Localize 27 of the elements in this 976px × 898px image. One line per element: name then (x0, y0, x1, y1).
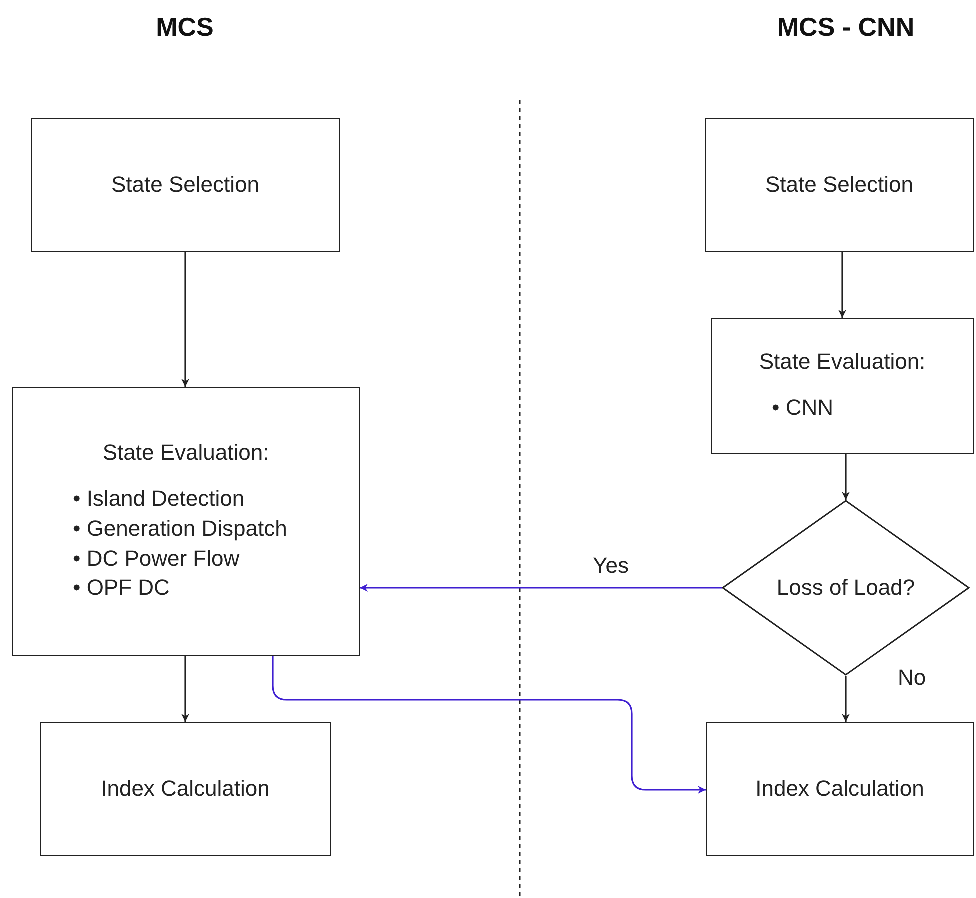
node-text: State Selection (112, 172, 260, 198)
bullet-item: • Island Detection (73, 485, 246, 514)
box-heading: State Evaluation: (759, 349, 926, 376)
node-text: Index Calculation (756, 776, 924, 802)
process-box (711, 318, 974, 454)
process-box (40, 722, 331, 856)
arrow (360, 584, 722, 592)
arrow (272, 656, 706, 794)
process-box (31, 118, 340, 252)
process-box (706, 722, 974, 856)
bullet-item: • DC Power Flow (73, 544, 241, 572)
node-text: State Selection (766, 172, 914, 198)
process-box (12, 387, 360, 656)
column-title: MCS - CNN (777, 12, 915, 43)
bullet-item: • OPF DC (73, 574, 171, 602)
arrow (842, 676, 850, 722)
arrow (182, 656, 190, 722)
column-title: MCS (156, 12, 214, 43)
node-text: Index Calculation (101, 776, 270, 802)
arrow (182, 252, 190, 387)
bullet-item: • Generation Dispatch (73, 514, 288, 543)
arrow (838, 252, 846, 318)
arrow (842, 454, 850, 500)
node-text: Loss of Load? (776, 575, 916, 601)
box-heading: State Evaluation: (102, 440, 270, 466)
process-box (705, 118, 974, 252)
bullet-item: • CNN (772, 394, 834, 422)
